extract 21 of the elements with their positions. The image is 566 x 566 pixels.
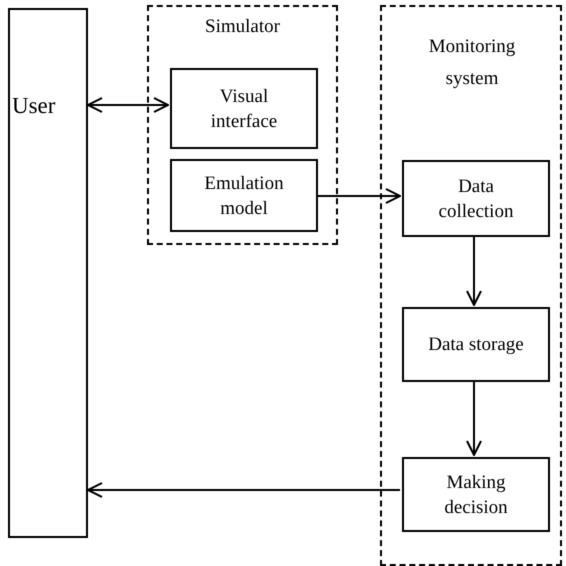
node-label: Monitoring system	[428, 35, 516, 91]
arrow	[466, 235, 482, 306]
arrow	[87, 97, 169, 113]
arrow	[466, 380, 482, 456]
process-box	[402, 160, 550, 237]
process-box	[170, 159, 318, 232]
node-label: Data storage	[428, 333, 524, 357]
process-box	[402, 307, 550, 382]
node-label: Making decision	[443, 470, 509, 520]
actor-box	[8, 8, 88, 538]
arrow	[316, 188, 401, 204]
arrow	[87, 482, 400, 498]
group-container	[147, 5, 338, 245]
node-label: User	[12, 92, 56, 120]
node-label: Data collection	[438, 174, 514, 224]
node-label: Simulator	[204, 15, 281, 39]
node-label: Visual interface	[210, 84, 278, 134]
process-box	[402, 457, 550, 532]
group-container	[380, 5, 562, 566]
node-label: Emulation model	[203, 172, 285, 220]
process-box	[170, 68, 318, 149]
